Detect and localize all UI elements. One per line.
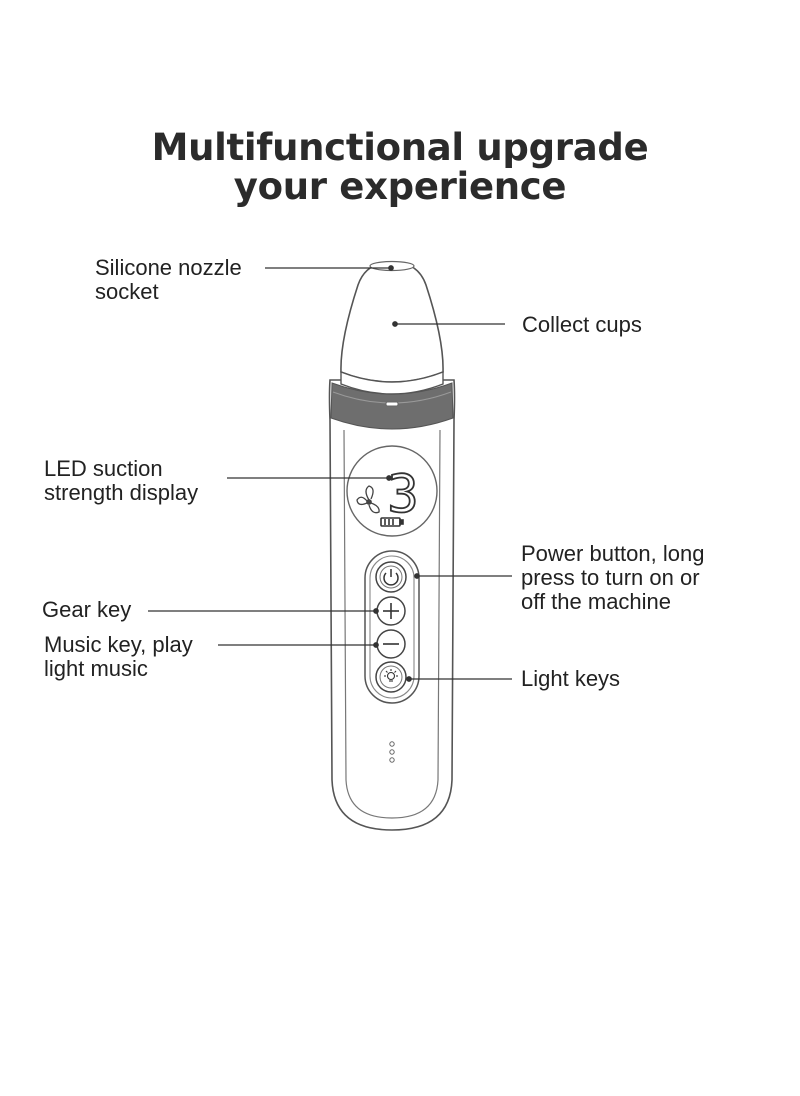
label-music-key: Music key, play light music xyxy=(44,632,193,681)
label-led-display: LED suction strength display xyxy=(44,456,199,505)
led-display: 3 xyxy=(346,445,438,537)
indicator-dots xyxy=(389,741,395,763)
handle-inner-outline xyxy=(343,429,441,819)
light-button[interactable] xyxy=(375,661,407,693)
leader-lines xyxy=(148,265,512,682)
power-button[interactable] xyxy=(375,561,407,593)
fan-icon xyxy=(356,485,380,514)
label-power-button: Power button, long press to turn on or o… xyxy=(521,541,705,614)
title-line-1: Multifunctional upgrade xyxy=(151,126,649,169)
label-light-keys: Light keys xyxy=(521,666,621,691)
label-collect-cups: Collect cups xyxy=(522,312,642,337)
power-icon xyxy=(383,569,399,586)
gear-plus-button[interactable] xyxy=(376,596,406,626)
page-title: Multifunctional upgrade your experience xyxy=(0,128,800,206)
label-gear-key: Gear key xyxy=(42,597,132,622)
minus-button[interactable] xyxy=(376,629,406,659)
label-silicone-nozzle-socket: Silicone nozzle socket xyxy=(95,255,242,304)
light-bulb-icon xyxy=(384,669,398,682)
battery-icon xyxy=(380,517,404,527)
suction-level-digit: 3 xyxy=(387,465,418,525)
collect-cup xyxy=(340,260,444,407)
title-line-2: your experience xyxy=(233,165,567,208)
button-panel xyxy=(364,550,420,704)
plus-icon xyxy=(383,603,399,619)
